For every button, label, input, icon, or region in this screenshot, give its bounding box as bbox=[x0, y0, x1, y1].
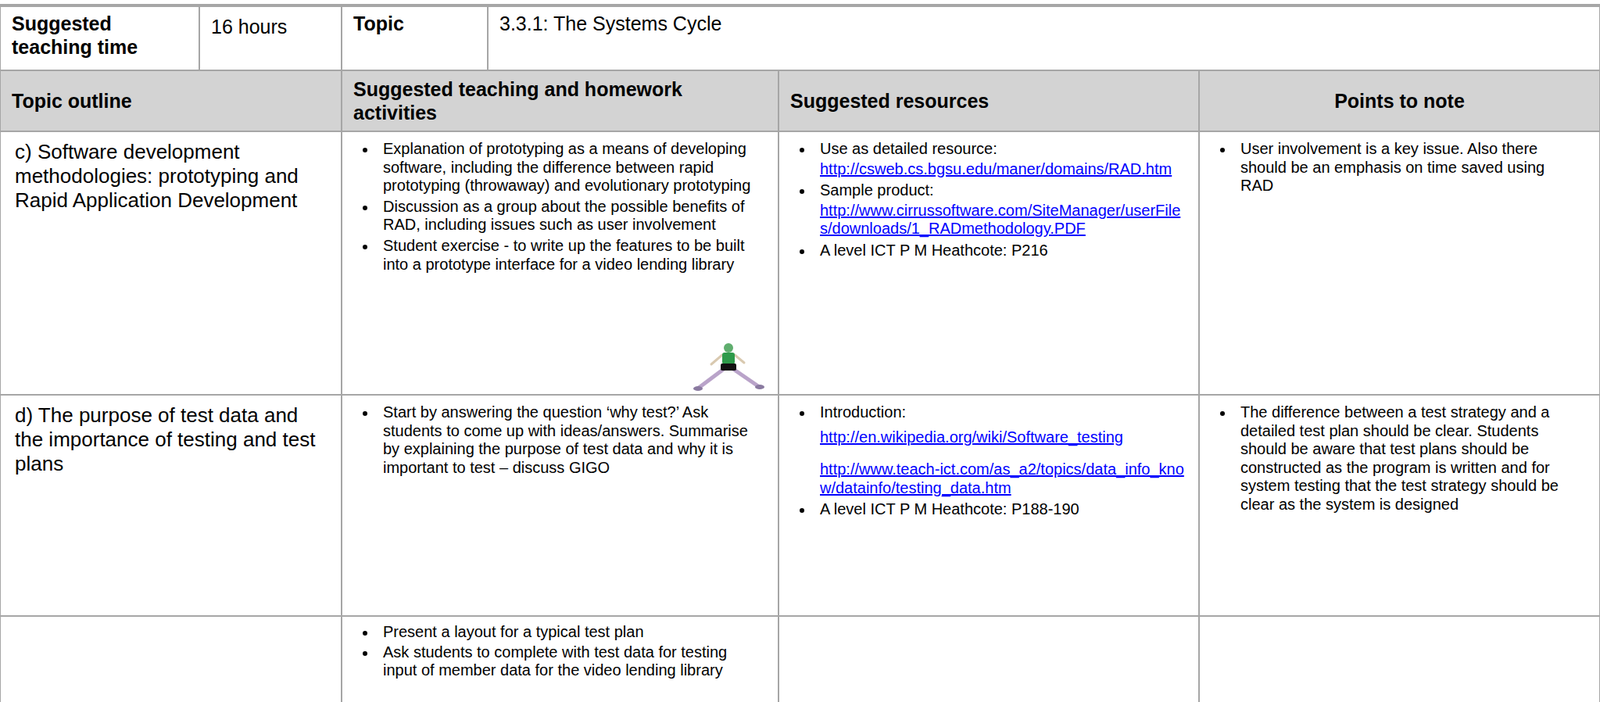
bullet-dot bbox=[1220, 411, 1225, 416]
link-text: http://en.wikipedia.org/wiki/Software_te… bbox=[819, 428, 1185, 448]
table-cell bbox=[778, 615, 1200, 702]
bullet-dot bbox=[799, 508, 805, 513]
bullet-dot bbox=[799, 189, 805, 194]
bullet-item: The difference between a test strategy a… bbox=[1217, 403, 1576, 515]
table-cell: Introduction: http://en.wikipedia.org/wik… bbox=[778, 394, 1200, 616]
cell-text: Use as detailed resource: bbox=[819, 139, 1185, 159]
bullet-item: Ask students to complete with test data … bbox=[359, 643, 761, 681]
link-text: http://csweb.cs.bgsu.edu/maner/domains/R… bbox=[819, 160, 1185, 179]
header-text: Suggested teaching time bbox=[11, 11, 188, 59]
cell-text: Sample product: bbox=[819, 181, 1185, 201]
table-cell bbox=[0, 615, 342, 702]
bullet-dot bbox=[362, 205, 368, 211]
bullet-dot bbox=[362, 147, 368, 153]
table-cell: c) Software development methodologies: p… bbox=[0, 131, 342, 395]
bullet-item: Introduction: http://en.wikipedia.org/wik… bbox=[796, 403, 1185, 498]
cell-text: 16 hours bbox=[211, 14, 330, 39]
cell-text: User involvement is a key issue. Also th… bbox=[1240, 139, 1576, 196]
cell-text: Present a layout for a typical test plan bbox=[382, 622, 761, 642]
cell-text-group: 3.3.1: The Systems Cycle bbox=[499, 11, 1589, 36]
cell-text: Explanation of prototyping as a means of… bbox=[382, 139, 761, 196]
bullet-dot bbox=[799, 249, 805, 255]
bullet-dot bbox=[362, 244, 368, 250]
cell-text: Introduction: bbox=[819, 403, 1185, 423]
header-text: Suggested resources bbox=[790, 89, 1188, 113]
stick-figure-illustration bbox=[692, 342, 765, 393]
header-cell: Suggested teaching and homework activiti… bbox=[341, 70, 779, 132]
cell-text: 3.3.1: The Systems Cycle bbox=[499, 11, 1589, 36]
link-text: http://www.teach-ict.com/as_a2/topics/da… bbox=[819, 460, 1185, 498]
bullet-dot bbox=[799, 411, 805, 416]
cell-text: d) The purpose of test data and the impo… bbox=[14, 403, 330, 477]
cell-text: A level ICT P M Heathcote: P188-190 bbox=[819, 500, 1185, 520]
table-cell: 16 hours bbox=[199, 6, 342, 71]
bullet-dot bbox=[362, 411, 368, 416]
cell-text: Start by answering the question ‘why tes… bbox=[382, 403, 761, 477]
cell-text-group: Suggested resources bbox=[790, 89, 1188, 113]
cell-text: Discussion as a group about the possible… bbox=[382, 197, 761, 235]
cell-text: Student exercise - to write up the featu… bbox=[382, 236, 761, 274]
table-cell: Use as detailed resource:http://csweb.cs… bbox=[778, 131, 1200, 395]
table-cell bbox=[1199, 615, 1600, 702]
bullet-item: A level ICT P M Heathcote: P188-190 bbox=[796, 500, 1185, 520]
header-text: Topic outline bbox=[11, 89, 330, 113]
bullet-dot bbox=[1220, 147, 1225, 153]
cell-text-group: c) Software development methodologies: p… bbox=[14, 139, 330, 214]
bullet-item: Explanation of prototyping as a means of… bbox=[359, 139, 761, 196]
header-text: Points to note bbox=[1210, 89, 1589, 113]
bullet-dot bbox=[362, 630, 368, 636]
table-cell: Present a layout for a typical test plan… bbox=[341, 615, 779, 702]
bullet-dot bbox=[799, 147, 805, 153]
cell-text: A level ICT P M Heathcote: P216 bbox=[819, 241, 1185, 261]
table-cell: The difference between a test strategy a… bbox=[1199, 394, 1600, 616]
cell-text-group: d) The purpose of test data and the impo… bbox=[14, 403, 330, 477]
bullet-item: A level ICT P M Heathcote: P216 bbox=[796, 241, 1185, 261]
bullet-item: Start by answering the question ‘why tes… bbox=[359, 403, 761, 477]
table-cell: Topic bbox=[341, 6, 488, 71]
header-cell: Points to note bbox=[1199, 70, 1600, 132]
table-cell: d) The purpose of test data and the impo… bbox=[0, 394, 342, 616]
table-cell: Start by answering the question ‘why tes… bbox=[341, 394, 779, 616]
bullet-item: Present a layout for a typical test plan bbox=[359, 622, 761, 642]
bullet-item: User involvement is a key issue. Also th… bbox=[1217, 139, 1576, 196]
bullet-dot bbox=[362, 651, 368, 656]
table-cell: Explanation of prototyping as a means of… bbox=[341, 131, 779, 395]
cell-text: The difference between a test strategy a… bbox=[1240, 403, 1576, 515]
bullet-item: Sample product:http://www.cirrussoftware… bbox=[796, 181, 1185, 239]
cell-text-group: Points to note bbox=[1210, 89, 1589, 113]
table-cell: Suggested teaching time bbox=[0, 6, 200, 71]
bullet-item: Discussion as a group about the possible… bbox=[359, 197, 761, 235]
header-cell: Topic outline bbox=[0, 70, 342, 132]
cell-text: c) Software development methodologies: p… bbox=[14, 139, 330, 214]
cell-text-group: 16 hours bbox=[211, 14, 330, 39]
cell-text-group: Topic bbox=[353, 11, 477, 36]
cell-text-group: Topic outline bbox=[11, 89, 330, 113]
bullet-item: Student exercise - to write up the featu… bbox=[359, 236, 761, 274]
cell-text-group: Suggested teaching time bbox=[11, 11, 188, 59]
header-cell: Suggested resources bbox=[778, 70, 1200, 132]
cell-text: Ask students to complete with test data … bbox=[382, 643, 761, 681]
cell-text-group: Suggested teaching and homework activiti… bbox=[353, 77, 767, 125]
table-cell: User involvement is a key issue. Also th… bbox=[1199, 131, 1600, 395]
bullet-item: Use as detailed resource:http://csweb.cs… bbox=[796, 139, 1185, 179]
header-text: Suggested teaching and homework activiti… bbox=[353, 77, 767, 125]
header-text: Topic bbox=[353, 11, 477, 36]
link-text: http://www.cirrussoftware.com/SiteManage… bbox=[819, 201, 1185, 239]
table-cell: 3.3.1: The Systems Cycle bbox=[487, 6, 1600, 71]
